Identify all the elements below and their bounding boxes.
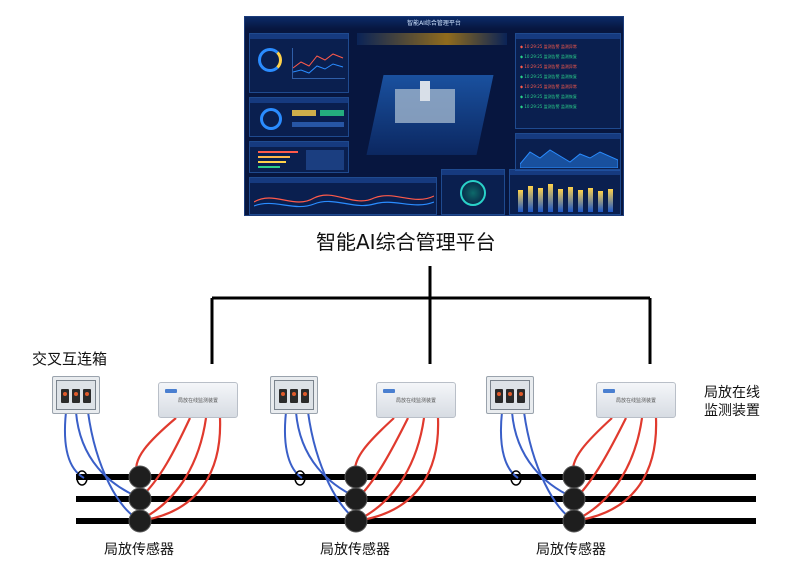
dashboard-banner [357,33,507,45]
pd-sensor-1a [128,465,152,489]
bar-chart-area [516,180,616,212]
crossbond-box-1 [52,376,100,414]
sensor-label-2: 局放传感器 [320,542,390,558]
sensor-label-1: 局放传感器 [104,542,174,558]
pd-sensor-1b [128,487,152,511]
mini-line-chart [292,48,345,79]
device-plate-text: 局放在线监测装置 [177,398,218,404]
monitor-device-label-line2: 监测装置 [704,403,760,419]
crossbond-box-label: 交叉互连箱 [32,350,108,368]
grounding-ring-1 [76,470,88,486]
stat-ring-icon [260,108,282,130]
sensor-label-3: 局放传感器 [536,542,606,558]
pd-sensor-1c [128,509,152,533]
pd-sensor-3c [562,509,586,533]
pd-sensor-3a [562,465,586,489]
group-1-sensors [128,465,152,533]
device-logo-icon [603,389,615,393]
monitor-device-label-line1: 局放在线 [704,385,760,401]
group-2-sensors [344,465,368,533]
group-3-sensors [562,465,586,533]
platform-dashboard-screenshot: 智能AI综合管理平台 ◆ 10:29:25 监测告警 监测异常 ◆ 1 [244,16,624,216]
dashboard-panel-gauges [249,33,349,93]
pd-sensor-2b [344,487,368,511]
crossbond-box-2 [270,376,318,414]
platform-label: 智能AI综合管理平台 [316,230,496,254]
grounding-ring-2 [294,470,306,486]
dashboard-panel-bars [509,169,621,215]
dashboard-panel-score [441,169,505,215]
score-circle-icon [460,180,486,206]
crossbond-box-3 [486,376,534,414]
pd-sensor-3b [562,487,586,511]
dashboard-panel-wave [249,177,437,215]
grounding-ring-3 [510,470,522,486]
mini-line-svg [292,53,344,74]
pd-sensor-2a [344,465,368,489]
wave-chart-svg [254,194,434,208]
gauge-ring-icon [258,48,282,72]
pd-monitor-device-1: 局放在线监测装置 [158,382,238,418]
pd-monitor-device-2: 局放在线监测装置 [376,382,456,418]
dashboard-panel-ranking [249,141,349,173]
device-logo-icon [165,389,177,393]
dashboard-panel-trend [515,133,621,171]
dashboard-panel-alarms: ◆ 10:29:25 监测告警 监测异常 ◆ 10:29:25 监测告警 监测恢… [515,33,621,129]
dashboard-panel-stats [249,97,349,137]
device-plate-text: 局放在线监测装置 [615,398,656,404]
dashboard-title: 智能AI综合管理平台 [407,20,461,27]
device-logo-icon [383,389,395,393]
trend-area-svg [520,149,618,168]
pd-sensor-2c [344,509,368,533]
dashboard-title-bar [245,17,623,29]
device-plate-text: 局放在线监测装置 [395,398,436,404]
pd-monitor-device-3: 局放在线监测装置 [596,382,676,418]
